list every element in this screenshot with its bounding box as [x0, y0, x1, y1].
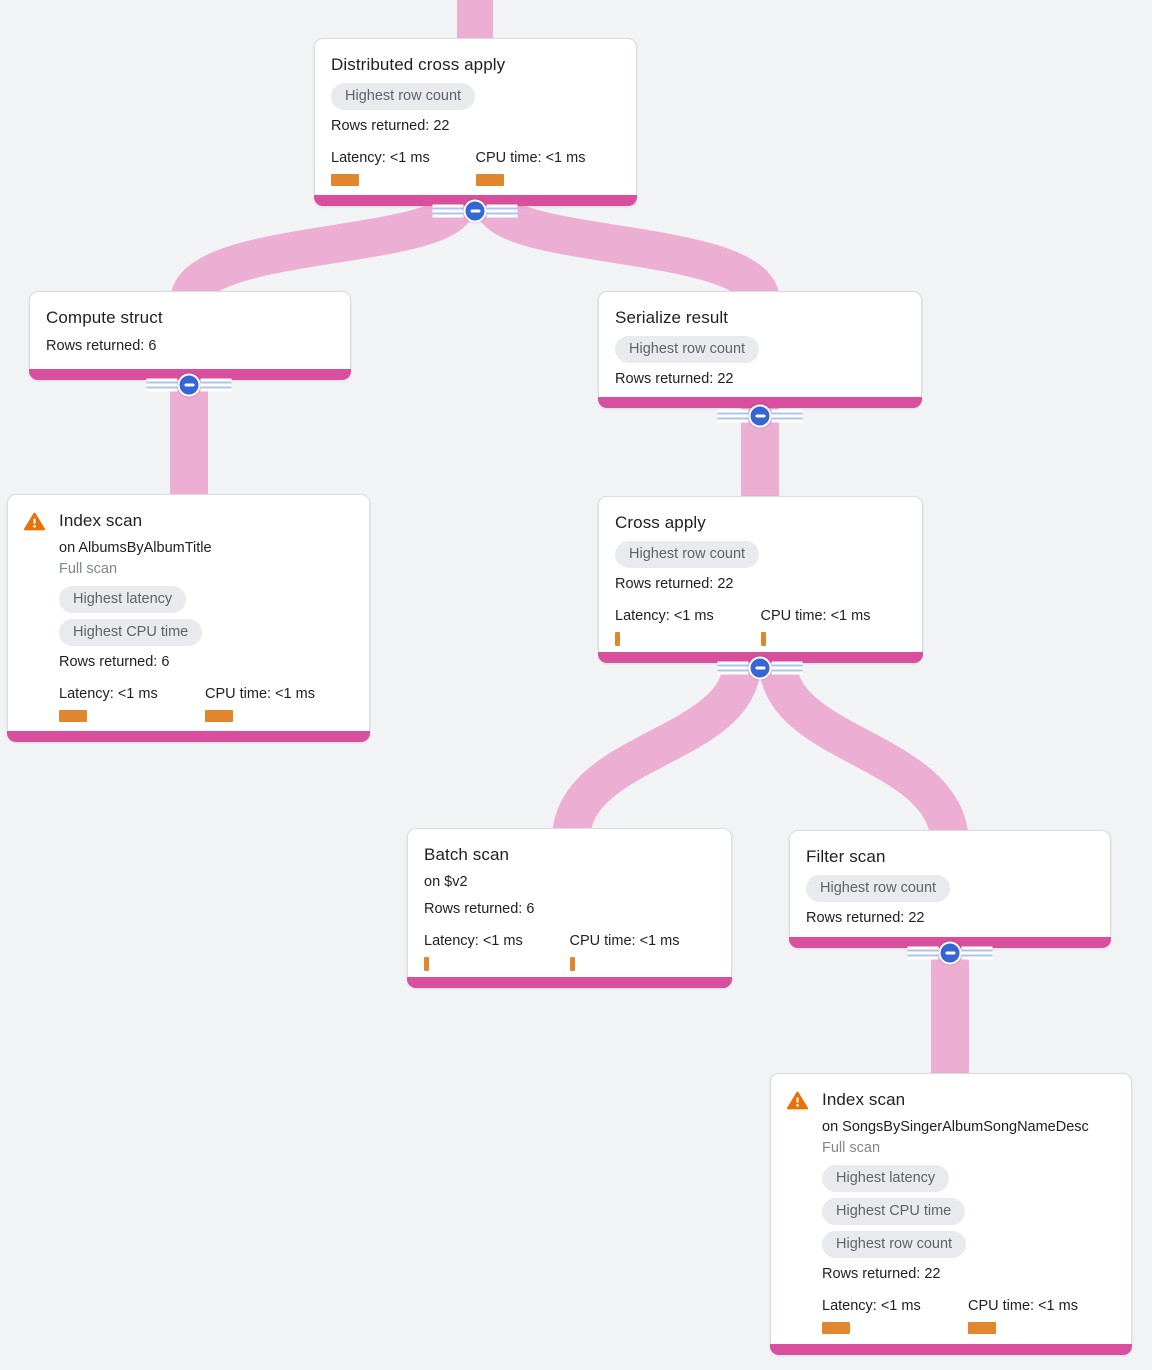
badge-highest-row-count: Highest row count	[331, 83, 476, 110]
rows-returned: Rows returned: 6	[46, 338, 157, 354]
cpu-time-label: CPU time: <1 ms	[760, 608, 871, 624]
node-footer-bar	[7, 731, 370, 742]
full-scan-note: Full scan	[822, 1140, 881, 1156]
collapse-rail-left	[717, 409, 749, 423]
minus-icon	[177, 373, 201, 397]
badge-highest-row-count: Highest row count	[615, 336, 760, 363]
node-title: Index scan	[822, 1090, 906, 1109]
latency-label: Latency: <1 ms	[822, 1298, 921, 1314]
collapse-button-filter-scan[interactable]	[907, 941, 993, 965]
rows-returned: Rows returned: 22	[806, 910, 925, 926]
node-footer-bar	[407, 977, 732, 988]
latency-label: Latency: <1 ms	[331, 150, 430, 166]
cpu-time-bar	[760, 632, 766, 646]
cpu-time-label: CPU time: <1 ms	[475, 150, 586, 166]
rows-returned: Rows returned: 22	[615, 371, 734, 387]
edge-distributed-cross-apply-to-serialize-result	[473, 194, 780, 306]
latency-bar	[615, 632, 620, 646]
cpu-time-label: CPU time: <1 ms	[205, 686, 315, 702]
edge-cross-apply-to-filter-scan	[759, 660, 969, 847]
edge-cross-apply-to-batch-scan	[552, 660, 761, 842]
badge-highest-latency: Highest latency	[59, 586, 187, 613]
badge-highest-row-count: Highest row count	[822, 1231, 967, 1258]
warning-icon	[787, 1091, 808, 1109]
rows-returned: Rows returned: 6	[424, 901, 535, 917]
plan-node-distributed-cross-apply[interactable]: Distributed cross apply Highest row coun…	[314, 38, 637, 206]
plan-node-batch-scan[interactable]: Batch scan on $v2 Rows returned: 6 Laten…	[407, 828, 732, 988]
minus-icon	[938, 941, 962, 965]
rows-returned: Rows returned: 6	[59, 654, 170, 670]
minus-icon	[748, 656, 772, 680]
node-subject: on SongsBySingerAlbumSongNameDesc	[822, 1119, 1089, 1135]
node-title: Serialize result	[615, 308, 729, 327]
rows-returned: Rows returned: 22	[822, 1266, 941, 1282]
latency-bar	[424, 957, 429, 971]
node-title: Filter scan	[806, 847, 886, 866]
node-subject: on AlbumsByAlbumTitle	[59, 540, 212, 556]
plan-node-index-scan-songs[interactable]: Index scan on SongsBySingerAlbumSongName…	[770, 1073, 1132, 1355]
minus-icon	[463, 199, 487, 223]
plan-node-compute-struct[interactable]: Compute struct Rows returned: 6	[29, 291, 351, 380]
latency-bar	[822, 1322, 850, 1334]
latency-bar	[331, 174, 359, 186]
badge-highest-latency: Highest latency	[822, 1165, 950, 1192]
latency-label: Latency: <1 ms	[59, 686, 158, 702]
node-title: Cross apply	[615, 513, 706, 532]
cpu-time-bar	[569, 957, 575, 971]
cpu-time-bar	[475, 174, 504, 186]
node-title: Index scan	[59, 511, 143, 530]
collapse-rail-right	[771, 661, 803, 675]
collapse-rail-left	[907, 946, 939, 960]
plan-node-serialize-result[interactable]: Serialize result Highest row count Rows …	[598, 291, 922, 408]
collapse-rail-right	[486, 204, 518, 218]
latency-bar	[59, 710, 87, 722]
latency-label: Latency: <1 ms	[424, 933, 523, 949]
plan-node-index-scan-albums[interactable]: Index scan on AlbumsByAlbumTitle Full sc…	[7, 494, 370, 742]
node-footer-bar	[770, 1344, 1132, 1355]
badge-highest-row-count: Highest row count	[615, 541, 760, 568]
warning-icon	[24, 512, 45, 530]
collapse-rail-right	[771, 409, 803, 423]
collapse-rail-left	[717, 661, 749, 675]
collapse-rail-right	[200, 378, 232, 392]
badge-highest-cpu-time: Highest CPU time	[822, 1198, 966, 1225]
node-subject: on $v2	[424, 874, 468, 890]
cpu-time-label: CPU time: <1 ms	[569, 933, 680, 949]
node-footer-bar	[598, 397, 922, 408]
full-scan-note: Full scan	[59, 561, 118, 577]
edge-distributed-cross-apply-to-compute-struct	[170, 194, 477, 306]
collapse-rail-left	[432, 204, 464, 218]
collapse-rail-left	[146, 378, 178, 392]
plan-node-cross-apply[interactable]: Cross apply Highest row count Rows retur…	[598, 496, 923, 663]
collapse-button-serialize-result[interactable]	[717, 404, 803, 428]
rows-returned: Rows returned: 22	[615, 576, 734, 592]
node-title: Compute struct	[46, 308, 163, 327]
collapse-button-cross-apply[interactable]	[717, 656, 803, 680]
rows-returned: Rows returned: 22	[331, 118, 450, 134]
collapse-button-distributed-cross-apply[interactable]	[432, 199, 518, 223]
minus-icon	[748, 404, 772, 428]
badge-highest-cpu-time: Highest CPU time	[59, 619, 203, 646]
node-title: Batch scan	[424, 845, 510, 864]
node-title: Distributed cross apply	[331, 55, 506, 74]
cpu-time-label: CPU time: <1 ms	[968, 1298, 1078, 1314]
plan-node-filter-scan[interactable]: Filter scan Highest row count Rows retur…	[789, 830, 1111, 948]
cpu-time-bar	[968, 1322, 996, 1334]
cpu-time-bar	[205, 710, 233, 722]
badge-highest-row-count: Highest row count	[806, 875, 951, 902]
latency-label: Latency: <1 ms	[615, 608, 714, 624]
collapse-rail-right	[961, 946, 993, 960]
collapse-button-compute-struct[interactable]	[146, 373, 232, 397]
